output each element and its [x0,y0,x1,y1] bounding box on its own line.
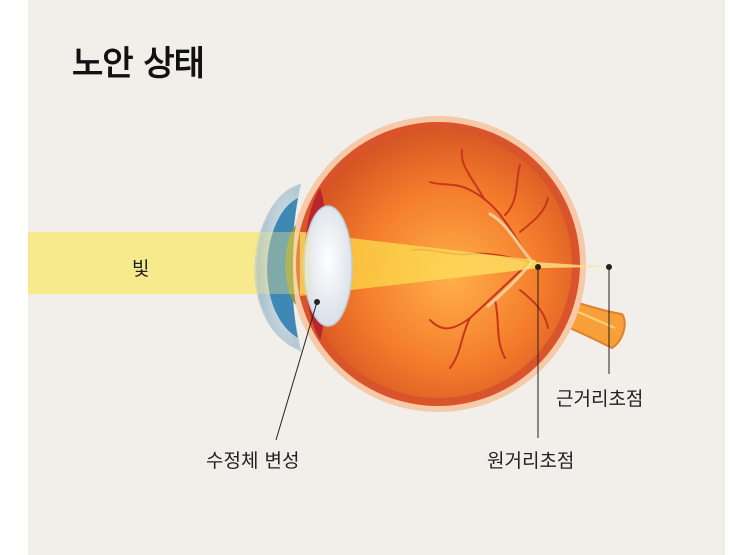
near-focus-label: 근거리초점 [556,388,644,410]
focused-light-cone [300,232,540,296]
lens [303,205,353,327]
far-focus-label: 원거리초점 [487,450,575,472]
cornea [267,198,298,338]
lens-degeneration-label: 수정체 변성 [206,450,300,472]
light-label: 빛 [132,258,150,280]
lens-pointer-dot [314,299,320,305]
page-title: 노안 상태 [72,44,205,84]
far-focus-point [535,264,541,270]
near-focus-point [606,264,612,270]
lens-pointer-line [275,301,318,441]
